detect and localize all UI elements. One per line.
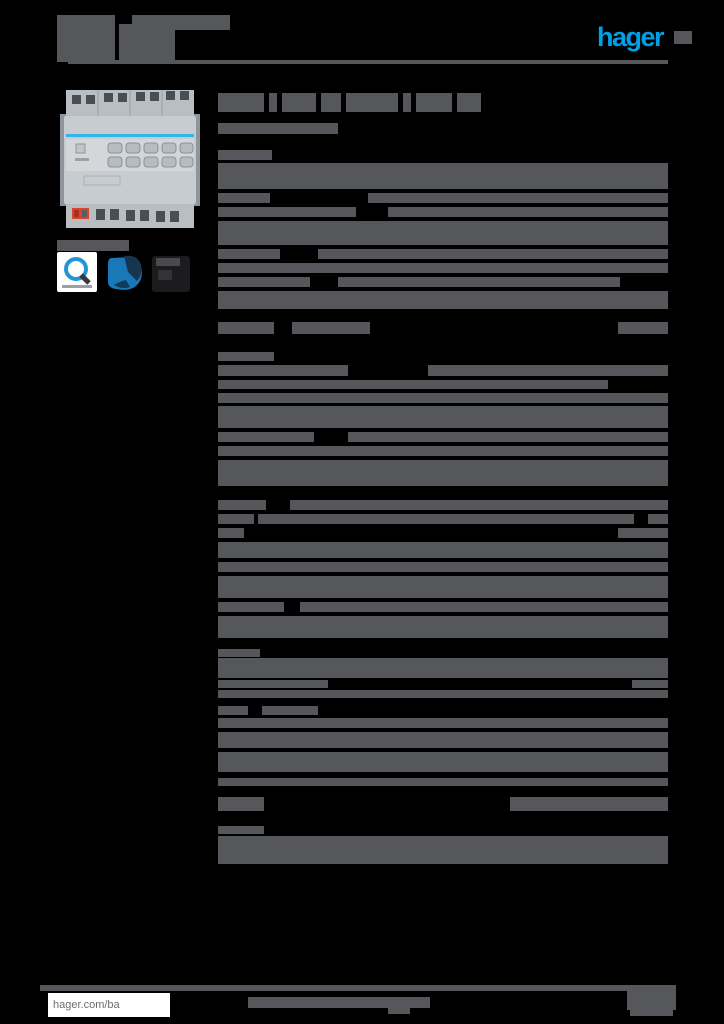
spec-paragraph [218, 291, 668, 309]
spec-paragraph [218, 221, 668, 245]
doc-title-word [282, 93, 316, 112]
footer-page-block [630, 1010, 673, 1016]
spec-paragraph [218, 542, 668, 558]
header-title-line [132, 15, 230, 30]
spec-row [218, 432, 314, 442]
spec-row [300, 602, 668, 612]
spec-row [266, 562, 668, 572]
spec-row [218, 528, 244, 538]
spec-row [218, 322, 274, 334]
blue-system-badge [104, 252, 146, 292]
spec-row [618, 322, 668, 334]
config-caption [57, 240, 129, 251]
spec-paragraph [218, 732, 668, 748]
doc-title-word [346, 93, 398, 112]
spec-row [218, 277, 310, 287]
doc-title-word [457, 93, 481, 112]
spec-row [318, 249, 668, 259]
spec-row [648, 514, 668, 524]
doc-title-word [403, 93, 411, 112]
doc-title-word [269, 93, 277, 112]
spec-row [428, 365, 668, 376]
spec-row [218, 380, 608, 389]
spec-row [632, 680, 668, 688]
spec-row [368, 193, 668, 203]
doc-title-word [416, 93, 452, 112]
spec-row [218, 778, 250, 786]
spec-paragraph [218, 836, 668, 864]
footer-page-block [627, 988, 676, 1010]
spec-row [218, 514, 254, 524]
header-ref-block [119, 24, 175, 62]
footer-center-text [248, 997, 430, 1008]
header-rule [68, 60, 668, 64]
section-heading [218, 826, 264, 834]
footer-rule [40, 985, 676, 991]
footer-center-text [388, 1008, 410, 1014]
spec-row [218, 393, 278, 403]
spec-row [218, 365, 348, 376]
blue-badge-icon [108, 255, 142, 290]
spec-row [258, 514, 634, 524]
spec-row [272, 393, 668, 403]
spec-row [618, 528, 668, 538]
spec-row [292, 322, 370, 334]
spec-row [262, 706, 318, 715]
section-heading [218, 352, 274, 361]
spec-row [250, 778, 668, 786]
spec-row [218, 263, 668, 273]
footer-link-text: hager.com/ba [53, 999, 120, 1011]
spec-row [348, 432, 668, 442]
spec-row [218, 150, 272, 160]
spec-paragraph [218, 163, 668, 189]
doc-subtitle-line [218, 123, 338, 134]
spec-row [218, 706, 248, 715]
dark-knx-badge [152, 256, 190, 292]
knx-actuator-image [60, 90, 200, 228]
spec-row [218, 207, 356, 217]
spec-paragraph [218, 752, 668, 772]
spec-paragraph [218, 460, 668, 486]
spec-row [338, 277, 620, 287]
doc-title-word [218, 93, 264, 112]
spec-paragraph [218, 406, 668, 428]
spec-row [218, 602, 284, 612]
spec-paragraph [218, 576, 668, 598]
spec-paragraph [218, 616, 668, 638]
spec-row [218, 562, 268, 572]
spec-row [218, 690, 668, 698]
spec-row [218, 797, 264, 811]
spec-row [218, 500, 266, 510]
header-ref-block [57, 15, 115, 62]
section-heading [218, 649, 260, 657]
spec-row [218, 680, 328, 688]
spec-row [218, 718, 668, 728]
spec-row [388, 207, 668, 217]
q-icon [57, 252, 97, 292]
dark-badge-icon [152, 256, 190, 292]
spec-row [218, 193, 270, 203]
footer-link-box: hager.com/ba [48, 993, 170, 1017]
hager-logo: hager [597, 22, 665, 52]
spec-row [218, 446, 668, 456]
q-config-badge [57, 252, 97, 292]
spec-row [290, 500, 668, 510]
doc-title-word [321, 93, 341, 112]
product-photo [60, 88, 200, 232]
spec-row [510, 797, 668, 811]
header-corner-mark [674, 31, 692, 44]
spec-paragraph [218, 658, 668, 678]
spec-row [218, 249, 280, 259]
